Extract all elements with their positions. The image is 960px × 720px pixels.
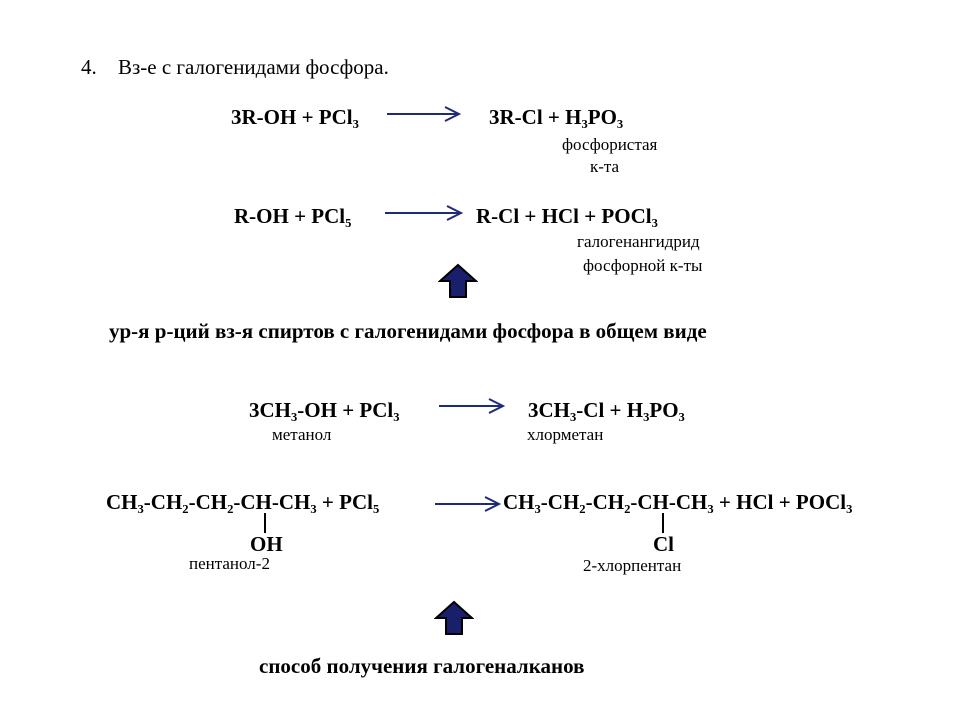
reaction1-products: 3R-Cl + H₃PO₃ bbox=[489, 105, 624, 129]
reaction4-reactants: CH₃-CH₂-CH₂-CH-CH₃ + PCl₅ bbox=[106, 490, 380, 514]
section-title: Вз-е с галогенидами фосфора. bbox=[118, 55, 389, 79]
reaction3-reactants: 3CH₃-OH + PCl₃ bbox=[249, 398, 400, 422]
reaction1-reactants: 3R-OH + PCl₃ bbox=[231, 105, 359, 129]
general-equation-caption: ур-я р-ций вз-я спиртов с галогенидами ф… bbox=[109, 319, 707, 343]
reaction1-arrow bbox=[387, 106, 462, 122]
reaction4-product-bond bbox=[662, 513, 664, 533]
reaction4-product-name: 2-хлорпентан bbox=[583, 556, 682, 575]
reaction4-reactant-name: пентанол-2 bbox=[189, 554, 270, 573]
reaction4-reactant-substituent: OH bbox=[250, 532, 283, 556]
reaction3-product-name: хлорметан bbox=[527, 425, 604, 444]
reaction3-arrow bbox=[439, 398, 506, 414]
up-arrow-icon bbox=[434, 600, 474, 635]
reaction4-arrow bbox=[435, 496, 502, 512]
reaction4-products: CH₃-CH₂-CH₂-CH-CH₃ + HCl + POCl₃ bbox=[503, 490, 853, 514]
reaction4-reactant-bond bbox=[264, 513, 266, 533]
reaction3-products: 3CH₃-Cl + H₃PO₃ bbox=[528, 398, 685, 422]
up-arrow-icon bbox=[438, 263, 478, 298]
reaction2-note-line1: галогенангидрид bbox=[577, 232, 700, 251]
reaction1-note-line1: фосфористая bbox=[562, 135, 658, 154]
reaction2-products: R-Cl + HCl + POCl₃ bbox=[476, 204, 658, 228]
footer-caption: способ получения галогеналканов bbox=[259, 654, 585, 678]
reaction3-reactant-name: метанол bbox=[272, 425, 332, 444]
section-number: 4. bbox=[81, 55, 97, 79]
reaction4-product-substituent: Cl bbox=[653, 532, 674, 556]
reaction2-note-line2: фосфорной к-ты bbox=[583, 256, 703, 275]
reaction2-reactants: R-OH + PCl₅ bbox=[234, 204, 352, 228]
reaction1-note-line2: к-та bbox=[590, 157, 620, 176]
reaction2-arrow bbox=[385, 205, 464, 221]
